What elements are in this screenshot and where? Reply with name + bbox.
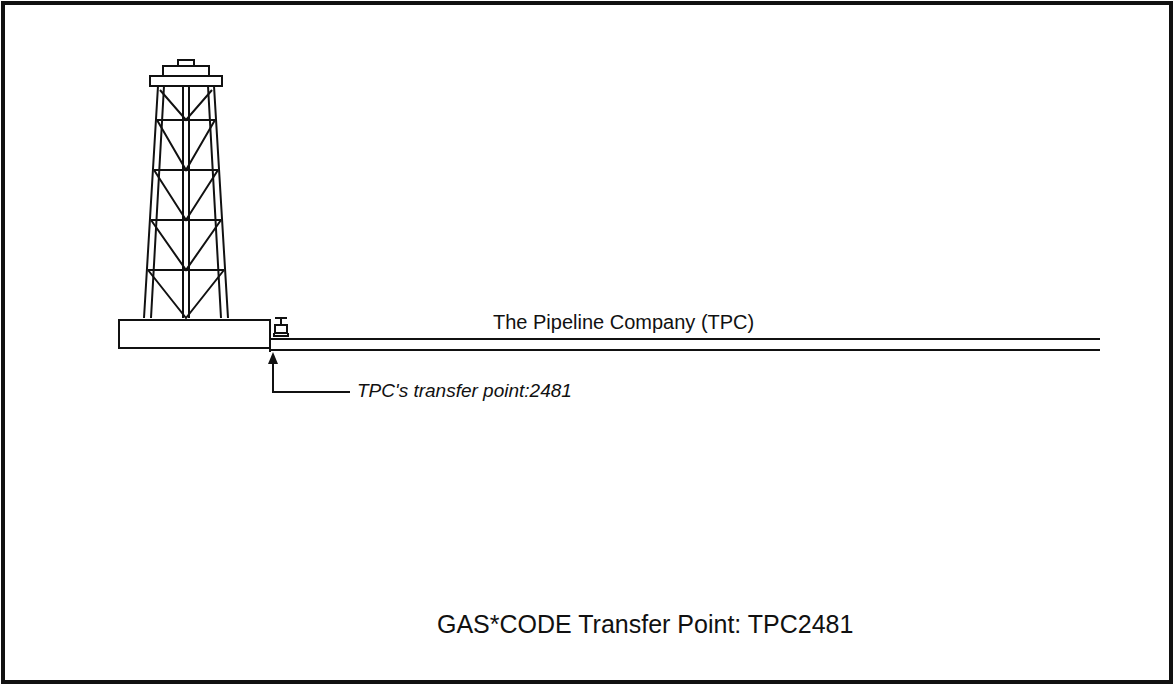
frame-border xyxy=(3,3,1171,682)
platform xyxy=(119,320,270,348)
valve xyxy=(274,318,288,336)
derrick xyxy=(144,60,228,318)
transfer-point-label: TPC's transfer point:2481 xyxy=(357,381,572,402)
gascode-label: GAS*CODE Transfer Point: TPC2481 xyxy=(437,611,853,639)
arrowhead xyxy=(268,352,278,364)
pipeline-label: The Pipeline Company (TPC) xyxy=(493,311,754,333)
pipeline xyxy=(270,336,1100,352)
leader-line xyxy=(273,362,350,392)
